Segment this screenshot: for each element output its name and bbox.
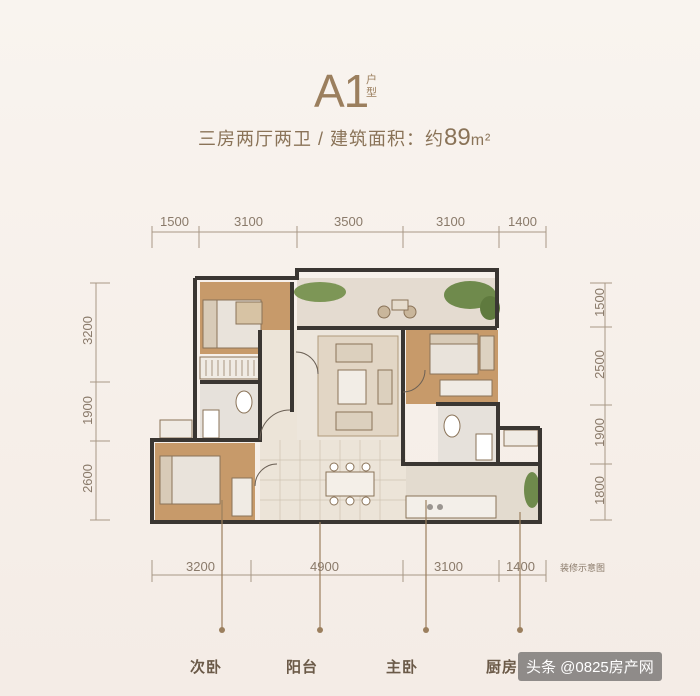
armchair <box>377 369 393 405</box>
master-bedroom-bed <box>429 333 479 375</box>
dim-right-1: 1500 <box>592 288 607 317</box>
master-chair <box>479 335 495 371</box>
sofa-bottom <box>335 411 373 431</box>
label-kitchen: 厨房 <box>486 659 519 676</box>
area-unit: m² <box>470 132 492 149</box>
window-bay-left <box>159 419 193 439</box>
coffee-table <box>337 369 367 405</box>
watermark: 头条 @0825房产网 <box>518 652 662 681</box>
wardrobe-bottom <box>231 477 253 517</box>
dim-left-1: 3200 <box>80 316 95 345</box>
top-dimension-line <box>151 226 547 248</box>
dim-top-5: 1400 <box>508 214 537 229</box>
dim-right-4: 1800 <box>592 476 607 505</box>
sink-1 <box>202 409 220 439</box>
second-bedroom-bed <box>202 299 263 349</box>
dining-chairs <box>329 462 371 506</box>
dim-top-4: 3100 <box>436 214 465 229</box>
bottom-dimension-line <box>151 560 547 582</box>
area-value: 89 <box>444 124 471 151</box>
dim-bottom-3: 3100 <box>434 559 463 574</box>
sofa-top <box>335 343 373 363</box>
plan-title-suffix: 户型 <box>366 74 377 99</box>
decoration-note: 装修示意图 <box>560 563 606 573</box>
stove <box>427 504 443 510</box>
label-master-bedroom: 主卧 <box>386 659 419 676</box>
wardrobe-master <box>439 379 493 397</box>
plan-subtitle: 三房两厅两卫 / 建筑面积：约89m² <box>198 124 491 152</box>
toilet-1 <box>235 390 253 414</box>
dim-right-2: 2500 <box>592 350 607 379</box>
dim-bottom-4: 1400 <box>506 559 535 574</box>
kitchen-counter <box>405 495 497 519</box>
sink-2 <box>475 433 493 461</box>
left-dimension-line <box>90 282 110 521</box>
plan-title: A1 <box>314 65 369 117</box>
dim-bottom-2: 4900 <box>310 559 339 574</box>
subtitle-text: 三房两厅两卫 / 建筑面积：约 <box>198 129 445 149</box>
dim-left-2: 1900 <box>80 396 95 425</box>
dim-right-3: 1900 <box>592 418 607 447</box>
window-bay-right <box>503 429 539 447</box>
dining-table <box>325 471 375 497</box>
right-dimension-line <box>590 282 612 521</box>
dim-top-3: 3500 <box>334 214 363 229</box>
leader-dots <box>219 627 523 633</box>
label-balcony: 阳台 <box>286 659 319 676</box>
leader-lines <box>221 500 521 628</box>
balcony-furniture <box>377 299 417 319</box>
label-second-bedroom: 次卧 <box>190 659 223 676</box>
third-bedroom-bed <box>159 455 221 505</box>
toilet-2 <box>443 414 461 438</box>
door-swings <box>254 351 426 487</box>
dim-bottom-1: 3200 <box>186 559 215 574</box>
walls <box>150 268 542 524</box>
dim-left-3: 2600 <box>80 464 95 493</box>
dim-top-1: 1500 <box>160 214 189 229</box>
dim-top-2: 3100 <box>234 214 263 229</box>
kitchen-plant <box>524 472 540 508</box>
